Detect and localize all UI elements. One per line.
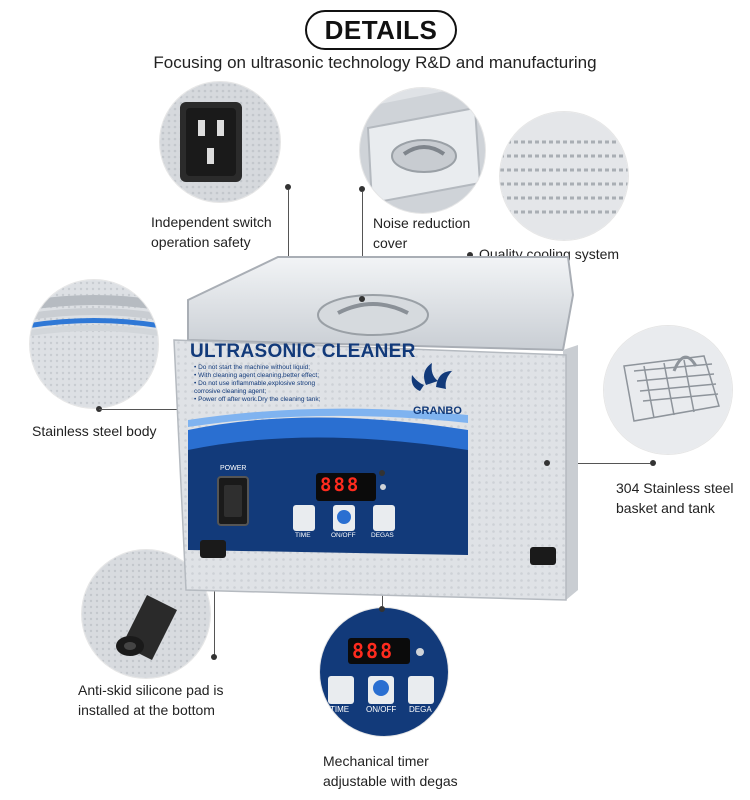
product-brand: GRANBO	[413, 405, 462, 417]
product-time-label: TIME	[295, 532, 311, 539]
product-panel-title: ULTRASONIC CLEANER	[190, 341, 416, 362]
noise-callout-dot	[359, 186, 365, 192]
timer-callout-dot	[379, 606, 385, 612]
cooling-callout-dot	[467, 252, 473, 258]
switch-callout-text: Independent switch operation safety	[151, 214, 272, 250]
power-socket-detail-image	[160, 82, 280, 202]
cooling-grille-detail-image	[500, 112, 628, 240]
steel-body-detail-image	[30, 280, 158, 408]
product-onoff-label: ON/OFF	[331, 532, 356, 539]
noise-callout-line	[362, 192, 363, 302]
zoom-display-readout: 888	[352, 639, 395, 663]
control-panel-detail-image: 888 TIME ON/OFF DEGA	[320, 608, 448, 736]
zoom-onoff-label: ON/OFF	[366, 705, 397, 714]
zoom-time-label: TIME	[330, 705, 350, 714]
page-title: DETAILS	[305, 10, 457, 50]
product-warnings: • Do not start the machine without liqui…	[194, 364, 321, 403]
zoom-degas-label: DEGA	[409, 705, 432, 714]
switch-callout-dot	[285, 184, 291, 190]
basket-callout-text: 304 Stainless steel basket and tank	[616, 480, 734, 516]
product-lid-dot	[359, 296, 365, 302]
switch-callout-line	[288, 190, 289, 258]
product-power-label: POWER	[220, 465, 247, 472]
lid-detail-image	[360, 88, 485, 213]
ultrasonic-cleaner-product-image: ULTRASONIC CLEANER • Do not start the ma…	[168, 255, 588, 615]
basket-detail-image	[604, 326, 732, 454]
pad-callout-line	[214, 560, 215, 656]
pad-callout-text: Anti-skid silicone pad is installed at t…	[78, 682, 224, 718]
timer-callout-text: Mechanical timer adjustable with degas	[323, 753, 458, 789]
basket-callout-dot	[650, 460, 656, 466]
noise-callout-text: Noise reduction cover	[373, 215, 471, 251]
body-callout-text: Stainless steel body	[32, 423, 157, 439]
product-display-dot	[379, 470, 385, 476]
pad-callout-dot	[211, 654, 217, 660]
product-side-dot	[544, 460, 550, 466]
basket-callout-line	[547, 463, 650, 464]
page-subtitle: Focusing on ultrasonic technology R&D an…	[153, 53, 597, 72]
body-callout-line	[99, 409, 194, 410]
product-display-readout: 888	[320, 474, 361, 496]
product-degas-label: DEGAS	[371, 532, 394, 539]
